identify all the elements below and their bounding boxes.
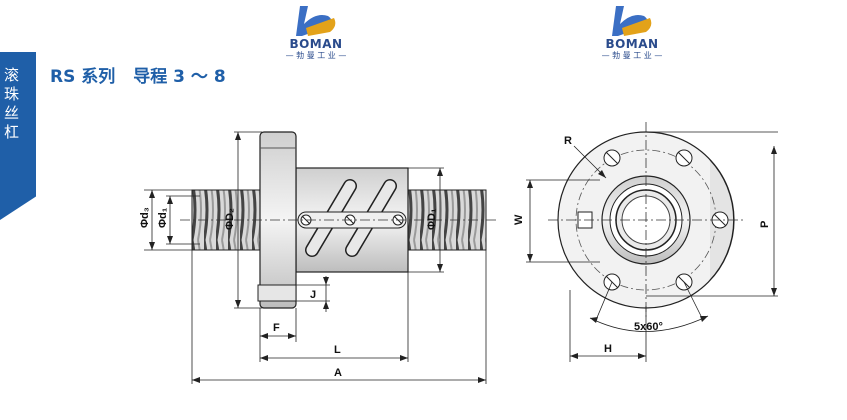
title-series: RS 系列 (50, 67, 116, 87)
label-R: R (564, 135, 572, 147)
side-tab-chars: 滚 珠 丝 杠 (0, 66, 36, 142)
boman-logo-icon (612, 6, 652, 36)
side-tab-char: 杠 (4, 123, 20, 141)
boman-logo-left: BOMAN — 勃 曼 工 业 — (268, 6, 364, 60)
label-W: W (513, 214, 525, 225)
label-d1: Φd₁ (157, 207, 169, 228)
label-d3: Φd₃ (139, 207, 151, 228)
front-arrows (527, 146, 777, 359)
label-angle: 5x60° (634, 321, 663, 333)
side-tab-char: 滚 (4, 66, 20, 84)
flange-oil-hole (257, 284, 297, 302)
logo-brand-text: BOMAN (605, 37, 659, 51)
logo-brand-text: BOMAN (289, 37, 343, 51)
front-dimensions (526, 131, 778, 362)
side-view: Φd₃ Φd₁ ΦD₂ ΦD₁ J F L A (139, 131, 496, 384)
label-J: J (310, 289, 316, 301)
logo-sub-text: — 勃 曼 工 业 — (285, 51, 347, 60)
label-D1: ΦD₁ (426, 208, 438, 230)
front-view: R W P H 5x60° (513, 122, 778, 362)
boman-logo-icon (296, 6, 336, 36)
label-P: P (759, 221, 771, 228)
side-category-tab: 滚 珠 丝 杠 (0, 52, 36, 220)
logo-sub-text: — 勃 曼 工 业 — (601, 51, 663, 60)
side-tab-char: 珠 (4, 85, 20, 103)
dimension-arrows (149, 132, 486, 383)
title-lead: 导程 3 ～ 8 (133, 67, 226, 87)
label-F: F (273, 322, 280, 334)
label-H: H (604, 343, 612, 355)
side-tab-char: 丝 (4, 104, 20, 122)
boman-logo-right: BOMAN — 勃 曼 工 业 — (584, 6, 680, 60)
label-D2: ΦD₂ (224, 208, 236, 230)
label-L: L (334, 344, 341, 356)
page-title: RS 系列导程 3 ～ 8 (50, 62, 226, 87)
label-A: A (334, 367, 342, 379)
